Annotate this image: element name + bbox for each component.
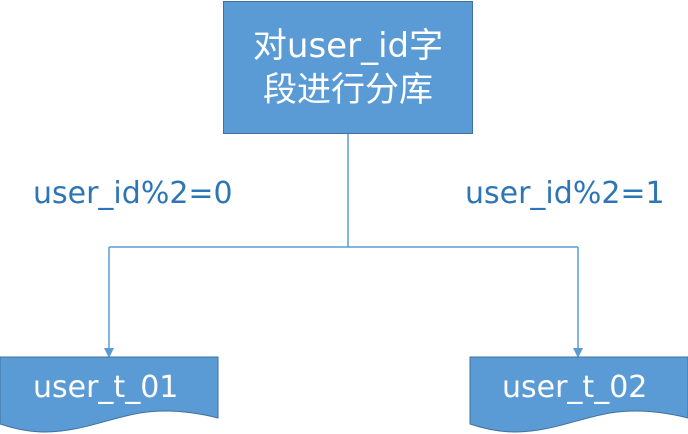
leaf-label-left: user_t_01 (33, 370, 179, 405)
condition-label-left: user_id%2=0 (33, 176, 233, 211)
leaf-node-left (0, 356, 219, 433)
condition-label-right: user_id%2=1 (465, 176, 665, 211)
root-label-line1: 对user_id字 (252, 25, 444, 66)
leaf-node-right (469, 356, 688, 433)
root-label-line2: 段进行分库 (263, 69, 433, 110)
leaf-label-right: user_t_02 (502, 370, 648, 405)
root-node: 对user_id字 段进行分库 (223, 1, 473, 134)
